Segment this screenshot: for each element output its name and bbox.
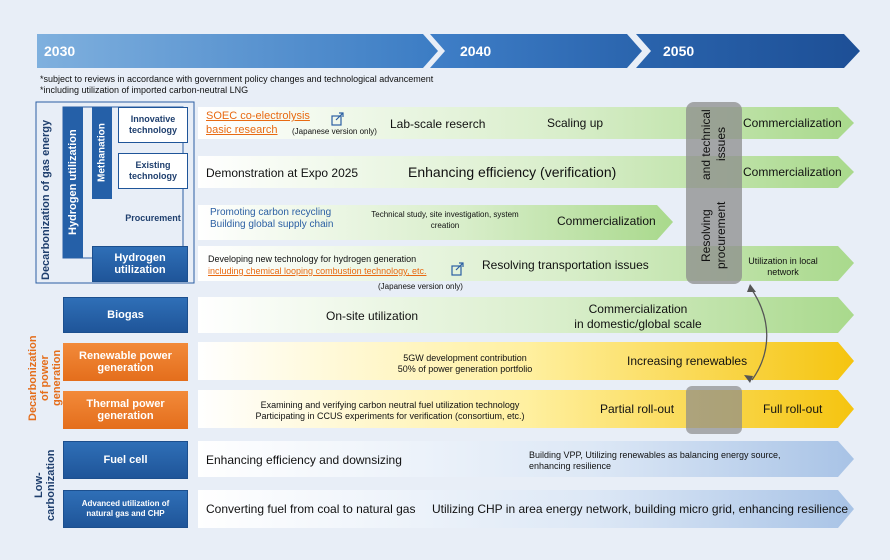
r5-phase-b1: Commercialization — [588, 302, 688, 316]
section-gas: Decarbonization of gas energy — [40, 119, 52, 281]
external-link-icon — [331, 112, 344, 126]
r8-phase-b1: Building VPP, Utilizing renewables as ba… — [529, 450, 781, 460]
r3-phase-c: Commercialization — [557, 214, 656, 228]
note-2: *including utilization of imported carbo… — [40, 85, 249, 95]
note-1: *subject to reviews in accordance with g… — [40, 74, 434, 84]
r3-phase-b2: creation — [430, 221, 460, 230]
r2-phase-b: Enhancing efficiency (verification) — [408, 164, 617, 180]
r4-phase-b: Resolving transportation issues — [482, 258, 649, 272]
r3-phase-b1: Technical study, site investigation, sys… — [371, 210, 519, 219]
year-2050-label: 2050 — [663, 43, 695, 59]
basic-research-link[interactable]: basic research — [206, 124, 278, 136]
r8-phase-a: Enhancing efficiency and downsizing — [206, 453, 402, 467]
procurement-issues-text: Resolving procurement and technical issu… — [686, 102, 742, 284]
hydrogen-utilization-row-label: Hydrogen utilization — [92, 246, 188, 282]
section-power: Decarbonization of power generation — [27, 335, 63, 421]
methanation-label: Methanation — [92, 107, 112, 199]
r7-phase-a1: Examining and verifying carbon neutral f… — [260, 400, 520, 410]
external-link-icon — [451, 262, 464, 276]
year-2040-label: 2040 — [460, 43, 492, 59]
r4-phase-a: Developing new technology for hydrogen g… — [208, 254, 417, 264]
procurement-issues-overlay — [686, 102, 742, 284]
procurement-label: Procurement — [125, 213, 181, 223]
r9-phase-b: Utilizing CHP in area energy network, bu… — [432, 502, 848, 516]
r1-phase-b: Scaling up — [547, 116, 604, 130]
timeline-arrow-2040 — [430, 34, 642, 68]
fuel-cell-label: Fuel cell — [63, 441, 188, 479]
overlay-line-2: and technical issues — [699, 109, 728, 180]
soec-link[interactable]: SOEC co-electrolysis — [206, 110, 310, 122]
r5-phase-a: On-site utilization — [326, 309, 419, 323]
r6-phase-b: Increasing renewables — [627, 354, 748, 368]
chemical-looping-link[interactable]: including chemical looping combustion te… — [208, 266, 427, 276]
innovative-technology-label: Innovative technology — [118, 107, 188, 143]
r4-phase-c2: network — [767, 267, 799, 277]
r2-phase-c: Commercialization — [743, 165, 842, 179]
thermal-power-label: Thermal power generation — [63, 391, 188, 429]
r9-phase-a: Converting fuel from coal to natural gas — [206, 502, 416, 516]
hydrogen-utilization-label: Hydrogen utilization — [63, 107, 83, 258]
existing-technology-label: Existing technology — [118, 153, 188, 189]
renewable-power-label: Renewable power generation — [63, 343, 188, 381]
r2-phase-a: Demonstration at Expo 2025 — [206, 166, 359, 180]
section-low: Low-carbonization — [33, 449, 57, 521]
r3-phase-a2: Building global supply chain — [210, 219, 334, 230]
jp-only-note: (Japanese version only) — [292, 127, 377, 136]
r3-phase-a1: Promoting carbon recycling — [210, 207, 332, 218]
r1-phase-a: Lab-scale reserch — [390, 117, 486, 131]
r4-phase-c1: Utilization in local — [748, 256, 818, 266]
r5-phase-b2: in domestic/global scale — [574, 317, 702, 331]
jp-only-note-2: (Japanese version only) — [378, 282, 463, 291]
r7-phase-c: Full roll-out — [763, 402, 823, 416]
timeline-arrow-2030 — [37, 34, 438, 68]
link-arrow — [749, 286, 768, 381]
r8-phase-b2: enhancing resilience — [529, 461, 612, 471]
r7-phase-b: Partial roll-out — [600, 402, 675, 416]
timeline-arrow-2050 — [636, 34, 860, 68]
advanced-utilization-label: Advanced utilization of natural gas and … — [63, 490, 188, 528]
r6-phase-a1: 5GW development contribution — [403, 353, 527, 363]
r1-phase-c: Commercialization — [743, 116, 842, 130]
biogas-label: Biogas — [63, 297, 188, 333]
overlay-line-1: Resolving procurement — [699, 201, 728, 270]
r6-phase-a2: 50% of power generation portfolio — [397, 364, 533, 374]
r7-phase-a2: Participating in CCUS experiments for ve… — [255, 411, 525, 421]
year-2030-label: 2030 — [44, 43, 76, 59]
thermal-overlay — [686, 386, 742, 434]
